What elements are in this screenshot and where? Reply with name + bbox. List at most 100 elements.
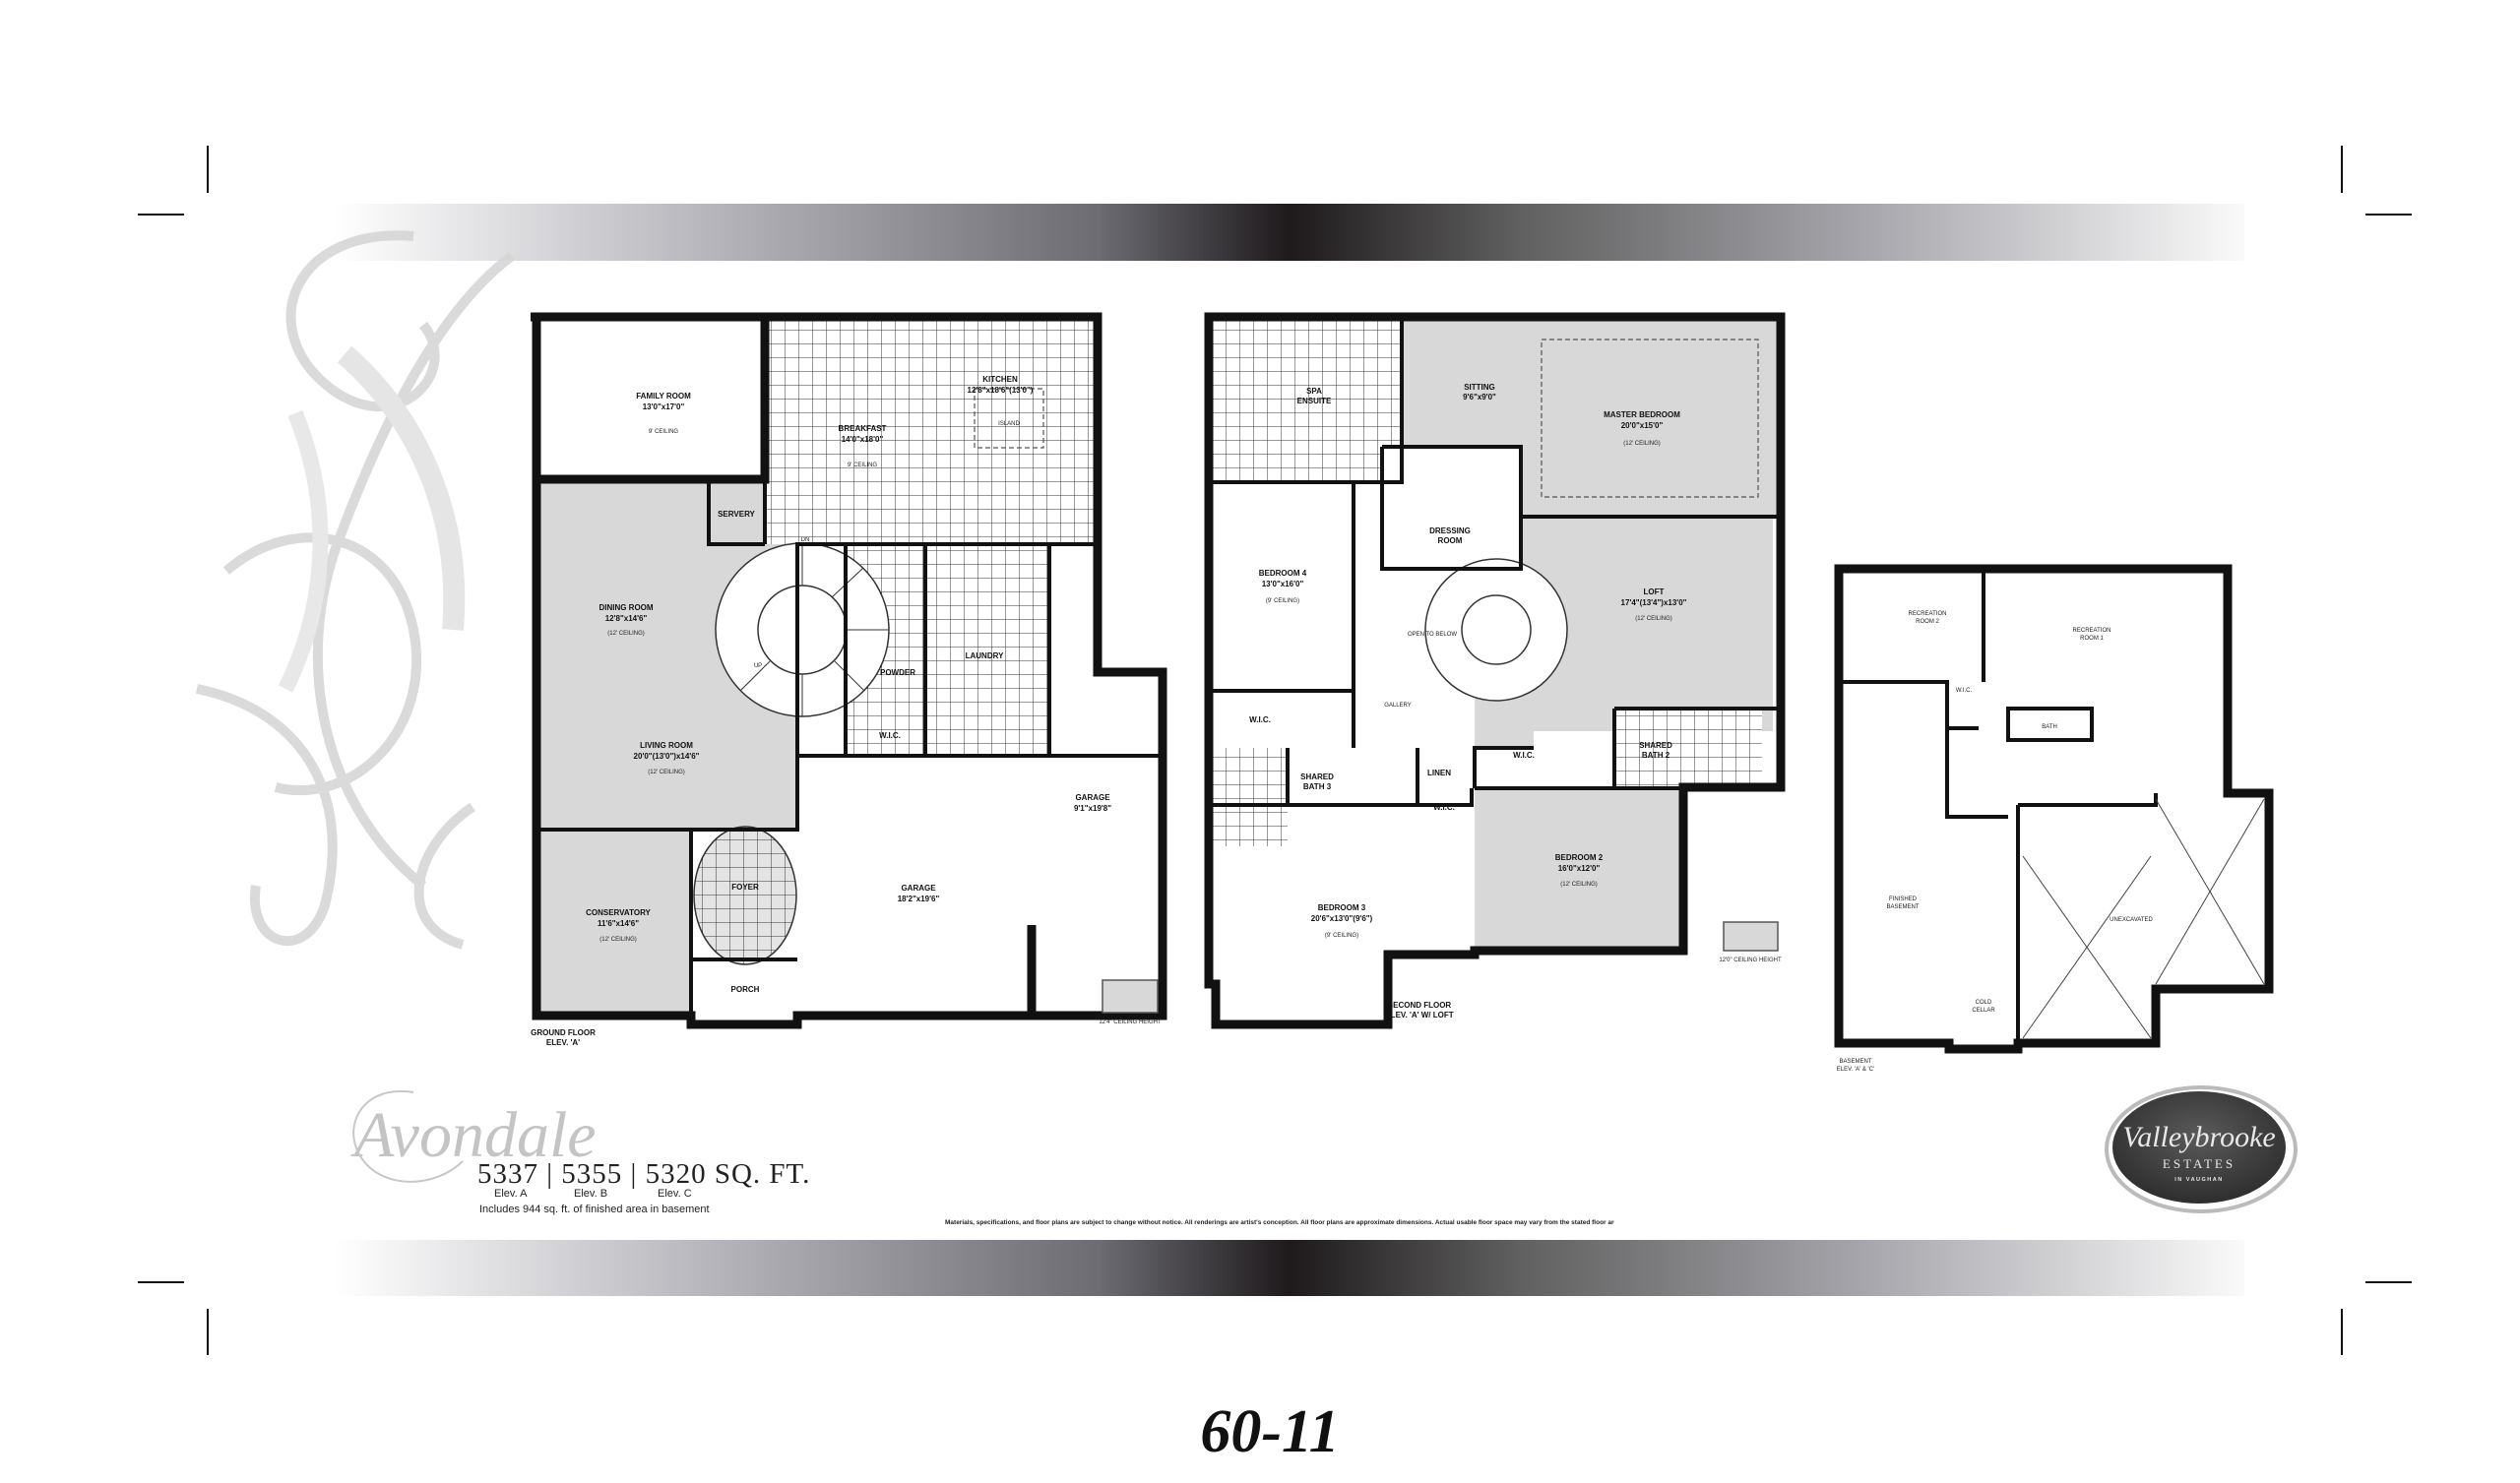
bottom-gradient-bar [335, 1240, 2244, 1296]
room-label-line2: CELLAR [1972, 1008, 1995, 1014]
room-label-line2: ROOM [1438, 536, 1463, 545]
script-flourish [352, 1089, 464, 1183]
elevation-a-label: Elev. A [494, 1188, 528, 1200]
room-size: 20'0"(13'0")x14'6" [634, 752, 700, 761]
room-ceiling: 9' CEILING [649, 429, 678, 435]
room-size: 18'2"x19'6" [898, 895, 940, 903]
room-label-kitchen: KITCHEN [982, 375, 1018, 384]
room-size: 13'0"x16'0" [1262, 580, 1304, 588]
decorative-swirl [196, 230, 516, 950]
room-size: 11'6"x14'6" [598, 919, 639, 928]
room-ceiling: (12' CEILING) [1635, 616, 1672, 622]
page-number: 60-11 [1200, 1398, 1340, 1465]
room-label-shared-bath-2: SHARED [1639, 741, 1672, 750]
room-ceiling: (12' CEILING) [1623, 441, 1661, 447]
room-label-garage-side: GARAGE [1075, 793, 1110, 802]
room-label-dining-room: DINING ROOM [598, 603, 653, 612]
room-label-line2: ROOM 1 [2080, 636, 2104, 642]
room-ceiling: (12' CEILING) [648, 770, 685, 775]
model-name-script: Avondale [350, 1099, 597, 1171]
room-ceiling: (9' CEILING) [1325, 933, 1358, 939]
room-label-servery: SERVERY [718, 510, 755, 519]
room-label-recreation-room-1: RECREATION [2073, 628, 2111, 634]
floor-subtitle: ELEV. 'A' & 'C' [1837, 1067, 1874, 1073]
ceiling-legend-label: 12'4" CEILING HEIGHT [1099, 1020, 1162, 1025]
room-label-bedroom-4: BEDROOM 4 [1259, 569, 1307, 578]
room-label-bath: BATH [2042, 724, 2057, 730]
floor-title: BASEMENT [1839, 1059, 1871, 1065]
room-size: 9'1"x19'8" [1074, 804, 1111, 813]
floor-title: SECOND FLOOR [1388, 1001, 1452, 1010]
room-label-wic: W.I.C. [1433, 803, 1455, 812]
room-label-wic: W.I.C. [1513, 751, 1535, 760]
square-footage: 5337 | 5355 | 5320 SQ. FT. [477, 1158, 811, 1190]
island-label: ISLAND [998, 421, 1020, 427]
room-ceiling: (12' CEILING) [607, 631, 645, 637]
room-label-recreation-room-2: RECREATION [1909, 611, 1947, 617]
room-label-bedroom-3: BEDROOM 3 [1318, 903, 1366, 912]
room-label-family-room: FAMILY ROOM [636, 392, 691, 401]
room-label-living-room: LIVING ROOM [640, 741, 693, 750]
room-label-loft: LOFT [1644, 587, 1665, 596]
room-size: 12'8"x18'6"(13'0") [968, 386, 1034, 395]
elevation-c-label: Elev. C [658, 1188, 692, 1200]
room-label-finished-basement: FINISHED [1889, 896, 1918, 902]
basement-area-note: Includes 944 sq. ft. of finished area in… [479, 1204, 710, 1215]
stair-down-label: DN [801, 537, 810, 543]
room-label-conservatory: CONSERVATORY [586, 908, 651, 917]
ground-floor-plan: FAMILY ROOM 13'0"x17'0" 9' CEILING BREAK… [531, 312, 1167, 1047]
ceiling-height-legend-swatch [1723, 921, 1779, 952]
room-label-sitting: SITTING [1464, 383, 1495, 392]
room-size: 20'0"x15'0" [1621, 421, 1664, 430]
room-label-line2: BATH 3 [1303, 782, 1332, 791]
elevation-b-label: Elev. B [574, 1188, 608, 1200]
room-label-breakfast: BREAKFAST [839, 424, 887, 433]
room-ceiling: 9' CEILING [848, 463, 877, 468]
room-size: 20'6"x13'0"(9'6") [1311, 914, 1373, 923]
room-size: 9'6"x9'0" [1463, 393, 1496, 402]
room-label-dressing-room: DRESSING [1429, 526, 1471, 535]
floor-subtitle: ELEV. 'A' [546, 1038, 580, 1047]
room-label-line2: BASEMENT [1886, 904, 1919, 910]
disclaimer: Materials, specifications, and floor pla… [945, 1219, 1614, 1226]
room-label-master-bedroom: MASTER BEDROOM [1604, 410, 1680, 419]
room-size: 16'0"x12'0" [1558, 864, 1601, 873]
svg-text:IN VAUGHAN: IN VAUGHAN [2174, 1177, 2223, 1183]
svg-text:Valleybrooke: Valleybrooke [2122, 1121, 2276, 1153]
room-ceiling: (12' CEILING) [599, 937, 637, 943]
room-label-cold-cellar: COLD [1976, 1000, 1992, 1006]
room-label-wic: W.I.C. [1249, 715, 1271, 724]
room-label-wic: W.I.C. [1956, 688, 1973, 694]
room-ceiling: (12' CEILING) [1560, 882, 1598, 888]
room-label-unexcavated: UNEXCAVATED [2110, 917, 2153, 923]
room-label-foyer: FOYER [731, 883, 759, 892]
room-size: 13'0"x17'0" [643, 402, 685, 411]
ceiling-height-legend-swatch [1102, 979, 1159, 1014]
gallery-label: GALLERY [1384, 703, 1412, 709]
room-label-line2: ROOM 2 [1916, 619, 1939, 625]
room-label-line2: ENSUITE [1297, 397, 1332, 405]
room-ceiling: (9' CEILING) [1266, 598, 1299, 604]
floor-title: GROUND FLOOR [531, 1028, 596, 1037]
top-gradient-bar [335, 204, 2244, 261]
svg-text:ESTATES: ESTATES [2163, 1156, 2236, 1171]
room-label-garage: GARAGE [901, 884, 936, 893]
room-label-bedroom-2: BEDROOM 2 [1555, 853, 1604, 862]
room-label-spa-ensuite: SPA [1306, 387, 1322, 396]
open-to-below-label: OPEN TO BELOW [1408, 632, 1457, 638]
ceiling-legend-label: 12'0" CEILING HEIGHT [1719, 958, 1782, 963]
room-size: 14'0"x18'0" [842, 435, 884, 444]
room-label-laundry: LAUNDRY [966, 651, 1004, 660]
room-label-porch: PORCH [731, 985, 760, 994]
room-label-wic: W.I.C. [879, 731, 901, 740]
room-label-shared-bath-3: SHARED [1300, 772, 1334, 781]
stair-up-label: UP [754, 663, 762, 669]
floor-subtitle: ELEV. 'A' W/ LOFT [1385, 1011, 1453, 1020]
valleybrooke-logo: Valleybrooke ESTATES IN VAUGHAN [2105, 1085, 2298, 1213]
room-label-line2: BATH 2 [1642, 751, 1670, 760]
room-label-powder: POWDER [880, 668, 915, 677]
room-size: 17'4"(13'4")x13'0" [1621, 598, 1687, 607]
second-floor-plan: SPA ENSUITE SITTING 9'6"x9'0" MASTER BED… [1204, 312, 1786, 1029]
room-size: 12'8"x14'6" [605, 614, 648, 623]
